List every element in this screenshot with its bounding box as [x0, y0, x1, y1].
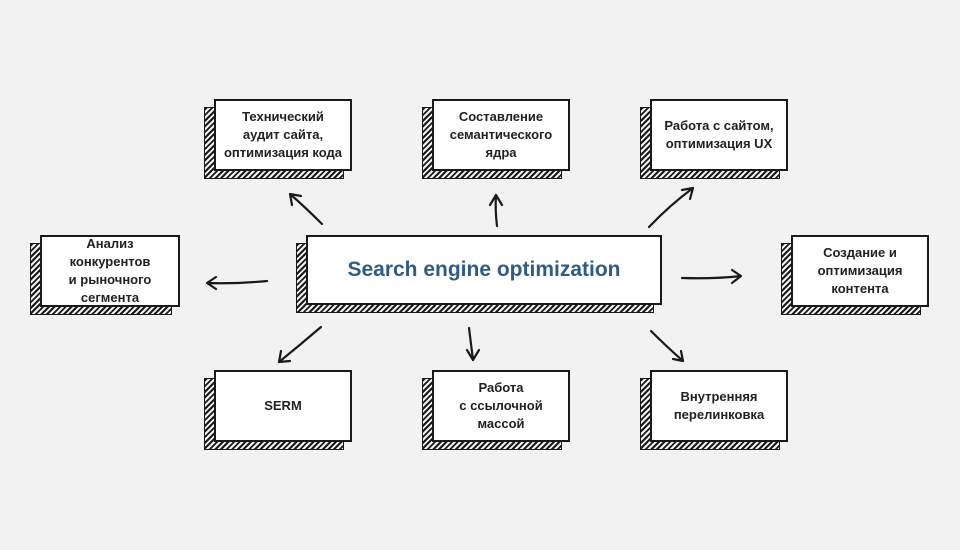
node-interlinking: Внутренняя перелинковка — [640, 370, 788, 450]
arrow-to-content — [680, 268, 743, 285]
node-ux: Работа с сайтом, оптимизация UX — [640, 99, 788, 179]
arrow-to-semantic-core — [488, 193, 504, 228]
node-serm-label: SERM — [214, 370, 352, 442]
node-ux-label: Работа с сайтом, оптимизация UX — [650, 99, 788, 171]
arrow-to-interlinking — [649, 329, 685, 363]
node-serm: SERM — [204, 370, 352, 450]
center-node: Search engine optimization — [296, 235, 662, 313]
node-semantic-core-label: Составление семантического ядра — [432, 99, 570, 171]
arrow-to-competitors — [205, 275, 269, 291]
node-tech-audit-label: Технический аудит сайта, оптимизация код… — [214, 99, 352, 171]
arrow-to-serm — [277, 325, 323, 364]
arrow-to-links — [465, 326, 481, 362]
arrow-to-tech-audit — [288, 192, 324, 226]
node-semantic-core: Составление семантического ядра — [422, 99, 570, 179]
node-competitors-label: Анализ конкурентов и рыночного сегмента — [40, 235, 180, 307]
node-content: Создание и оптимизация контента — [781, 235, 929, 315]
node-competitors: Анализ конкурентов и рыночного сегмента — [30, 235, 180, 315]
node-interlinking-label: Внутренняя перелинковка — [650, 370, 788, 442]
center-node-label: Search engine optimization — [306, 235, 662, 305]
node-links: Работа с ссылочной массой — [422, 370, 570, 450]
node-tech-audit: Технический аудит сайта, оптимизация код… — [204, 99, 352, 179]
node-links-label: Работа с ссылочной массой — [432, 370, 570, 442]
node-content-label: Создание и оптимизация контента — [791, 235, 929, 307]
arrow-to-ux — [647, 186, 695, 229]
